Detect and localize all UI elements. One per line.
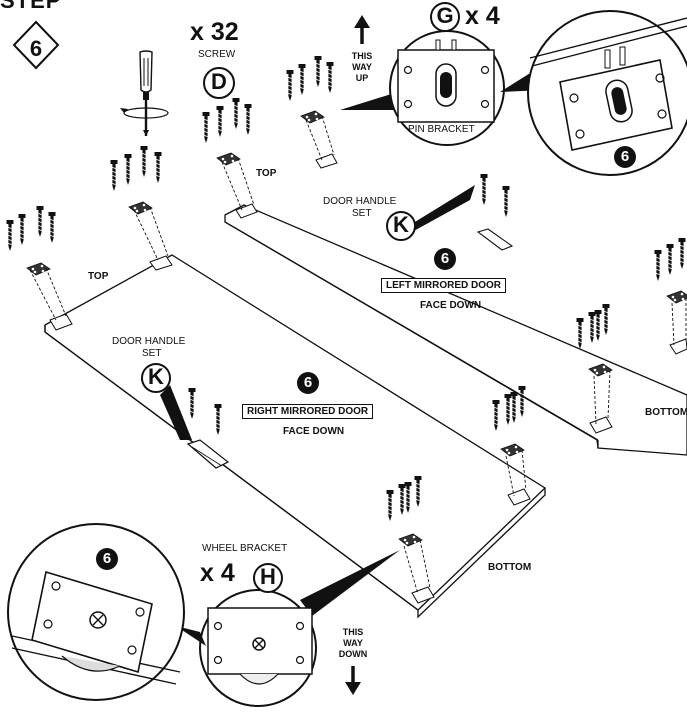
screw-part-letter: D bbox=[211, 69, 227, 94]
wheel-bracket-detail bbox=[7, 523, 206, 701]
pin-bracket-detail bbox=[500, 10, 687, 176]
right-door-handle-label-2: SET bbox=[142, 348, 162, 359]
this-way-down-arrow-icon bbox=[345, 666, 361, 695]
wheel-bracket-callout bbox=[199, 550, 400, 707]
left-door-step-number: 6 bbox=[434, 248, 456, 270]
left-mirrored-door-panel bbox=[224, 204, 687, 456]
left-door-face-label: FACE DOWN bbox=[420, 300, 482, 311]
left-door-title: LEFT MIRRORED DOOR bbox=[381, 278, 506, 293]
wheel-bracket-detail-number: 6 bbox=[96, 548, 118, 570]
this-way-up-line3: UP bbox=[355, 73, 369, 83]
screwdriver-icon bbox=[120, 50, 169, 136]
handle-pointer bbox=[160, 185, 475, 440]
right-door-step-number: 6 bbox=[297, 372, 319, 394]
right-door-handle-part-letter: K bbox=[148, 364, 164, 389]
part-letter-circles bbox=[141, 2, 460, 593]
left-door-handle-label-1: DOOR HANDLE bbox=[323, 196, 397, 207]
right-door-title: RIGHT MIRRORED DOOR bbox=[242, 404, 374, 419]
pin-bracket-quantity: x 4 bbox=[465, 2, 500, 30]
screw-quantity: x 32 bbox=[190, 18, 239, 46]
right-door-handle-recess bbox=[186, 439, 230, 469]
pin-bracket-part-letter: G bbox=[436, 3, 454, 28]
this-way-up-arrow-icon bbox=[354, 15, 370, 44]
this-way-up-line2: WAY bbox=[352, 62, 372, 72]
this-way-down-line3: DOWN bbox=[338, 649, 368, 659]
right-door-handle-label-1: DOOR HANDLE bbox=[112, 336, 186, 347]
left-door-handle-label-2: SET bbox=[352, 208, 372, 219]
left-door-handle-recess bbox=[476, 228, 514, 251]
this-way-down-line2: WAY bbox=[343, 638, 363, 648]
step-number: 6 bbox=[29, 36, 43, 61]
left-door-bottom-label: BOTTOM bbox=[645, 407, 687, 418]
pin-bracket-detail-number: 6 bbox=[614, 146, 636, 168]
pin-bracket-callout bbox=[340, 30, 505, 146]
this-way-down-line1: THIS bbox=[342, 627, 364, 637]
screw-label: SCREW bbox=[198, 49, 236, 60]
wheel-bracket-part-letter: H bbox=[260, 564, 276, 589]
bracket-group bbox=[26, 110, 687, 595]
left-door-top-label: TOP bbox=[256, 168, 277, 179]
right-mirrored-door-panel bbox=[44, 254, 547, 619]
left-door-handle-part-letter: K bbox=[393, 212, 409, 237]
wheel-bracket-quantity: x 4 bbox=[200, 559, 235, 587]
right-door-top-label: TOP bbox=[88, 271, 109, 282]
this-way-up-line1: THIS bbox=[351, 51, 373, 61]
right-door-bottom-label: BOTTOM bbox=[488, 562, 532, 573]
step-badge bbox=[12, 20, 60, 70]
pin-bracket-label: PIN BRACKET bbox=[408, 124, 475, 135]
right-door-face-label: FACE DOWN bbox=[283, 426, 345, 437]
wheel-bracket-label: WHEEL BRACKET bbox=[202, 543, 288, 554]
step-label: STEP bbox=[0, 0, 62, 13]
